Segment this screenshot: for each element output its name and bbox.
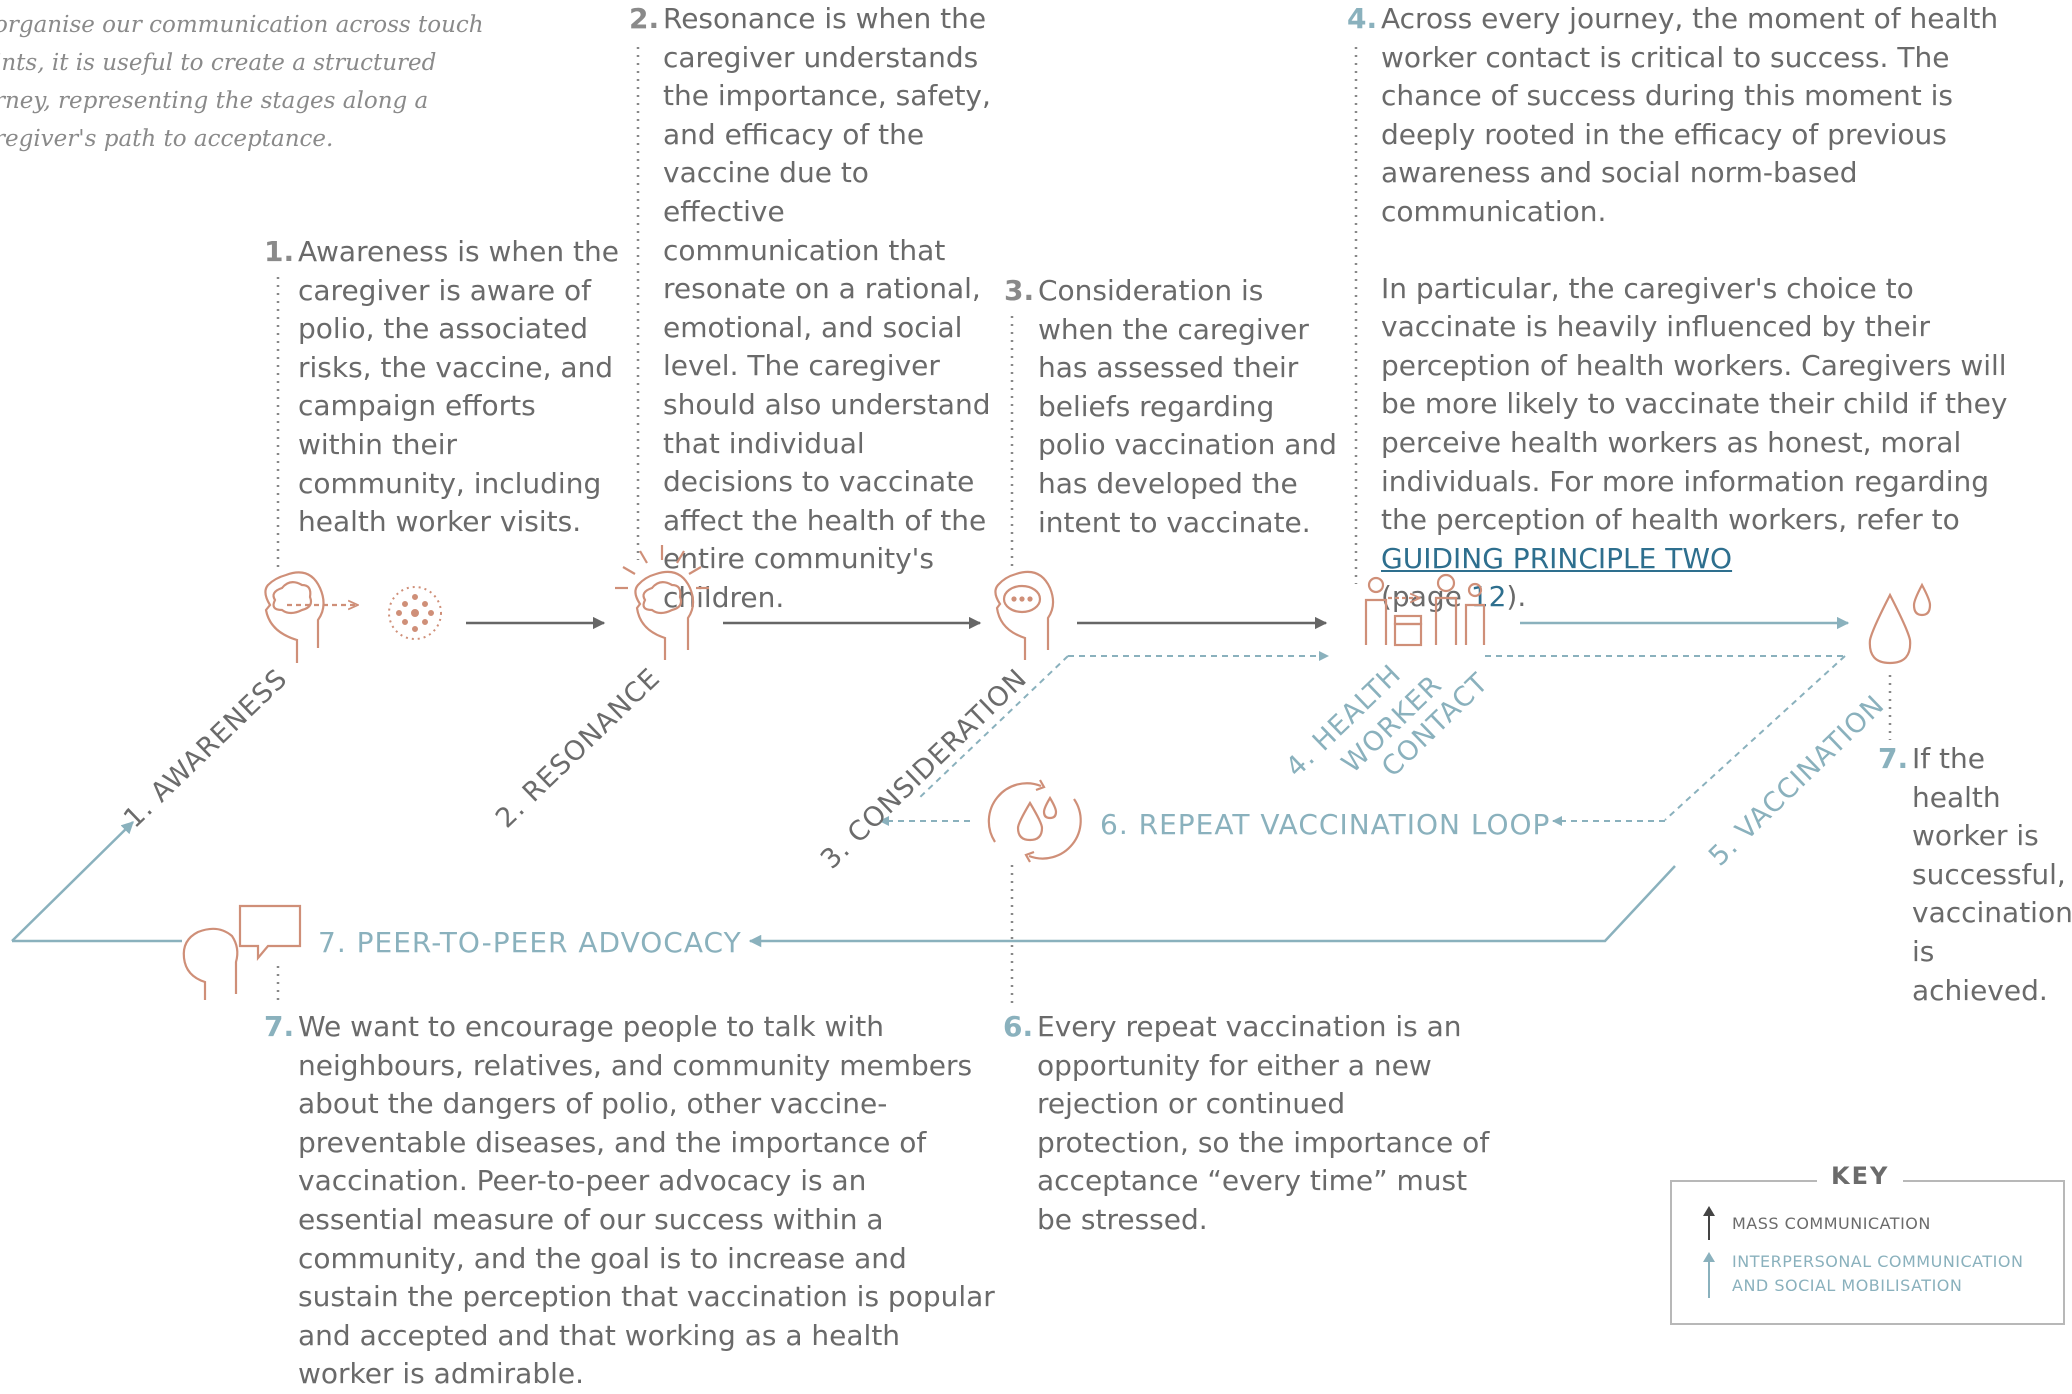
key-title: KEY	[1817, 1162, 1904, 1190]
health-worker-text-b-wrap: In particular, the caregiver's choice to…	[1381, 270, 2031, 617]
key-interpersonal-line1: INTERPERSONAL COMMUNICATION	[1732, 1252, 2024, 1271]
awareness-description: 1. Awareness is when the caregiver is aw…	[264, 233, 620, 542]
leader-lines	[276, 47, 1892, 1005]
interpersonal-arrows	[11, 616, 1850, 948]
guiding-principle-link[interactable]: GUIDING PRINCIPLE TWO	[1381, 541, 1733, 575]
step-number: 4.	[1347, 2, 1378, 35]
consideration-description: 3. Consideration is when the caregiver h…	[1004, 272, 1340, 542]
page-ref-prefix: (page	[1381, 580, 1471, 614]
legend-key: KEY MASS COMMUNICATION INTERPERSONAL COM…	[1670, 1162, 2065, 1325]
success-description: 7. If the health worker is successful, v…	[1878, 740, 2072, 1010]
step-number: 6.	[1003, 1010, 1034, 1043]
stage-label-repeat-loop: 6. REPEAT VACCINATION LOOP	[1100, 808, 1551, 841]
resonance-description: 2. Resonance is when the caregiver under…	[629, 0, 997, 618]
journey-diagram	[11, 47, 1932, 1005]
key-interpersonal-line2: AND SOCIAL MOBILISATION	[1732, 1276, 1963, 1295]
step-number: 3.	[1004, 274, 1035, 307]
stage-label-peer-advocacy: 7. PEER-TO-PEER ADVOCACY	[318, 926, 742, 959]
resonance-head-icon	[615, 545, 709, 660]
vaccine-drop-icon	[1868, 582, 1932, 665]
awareness-head-icon	[264, 571, 358, 663]
health-worker-description: 4. Across every journey, the moment of h…	[1347, 0, 2031, 617]
interpersonal-arrow-icon	[1703, 1252, 1715, 1298]
step-number: 7.	[1878, 742, 1909, 775]
page-ref-suffix: ).	[1506, 580, 1527, 614]
virus-icon	[388, 586, 442, 640]
health-worker-text-a: Across every journey, the moment of heal…	[1381, 2, 1999, 228]
step-number: 2.	[629, 2, 660, 35]
awareness-text: Awareness is when the caregiver is aware…	[298, 235, 619, 539]
health-worker-contact-icon	[1364, 573, 1486, 647]
loop-diagonal-left	[916, 655, 1069, 801]
intro-line: rney, representing the stages along a	[0, 88, 429, 114]
consideration-text: Consideration is when the caregiver has …	[1038, 274, 1337, 539]
intro-line: regiver's path to acceptance.	[0, 126, 334, 152]
loop-diagonal-right	[1664, 655, 1846, 821]
step-number: 7.	[264, 1010, 295, 1043]
success-text: If the health worker is successful, vacc…	[1912, 742, 2072, 1007]
arrow-vaccination-to-advocacy	[748, 865, 1676, 948]
key-mass-communication: MASS COMMUNICATION	[1732, 1214, 1931, 1233]
repeat-loop-arrows	[879, 651, 1846, 826]
repeat-loop-icon	[987, 779, 1082, 863]
consideration-head-icon	[994, 570, 1055, 660]
step-number: 1.	[264, 235, 295, 268]
health-worker-text-b: In particular, the caregiver's choice to…	[1381, 271, 2008, 537]
repeat-description: 6. Every repeat vaccination is an opport…	[1003, 1008, 1497, 1240]
mass-arrow-icon	[1703, 1206, 1715, 1240]
resonance-text: Resonance is when the caregiver understa…	[663, 2, 991, 614]
intro-line: ints, it is useful to create a structure…	[0, 50, 437, 76]
peer-advocacy-icon	[182, 904, 302, 1000]
repeat-text: Every repeat vaccination is an opportuni…	[1037, 1010, 1490, 1236]
intro-line: organise our communication across touch	[0, 12, 484, 38]
arrow-return-to-awareness	[11, 821, 134, 942]
intro-text: organise our communication across touch …	[0, 6, 494, 158]
